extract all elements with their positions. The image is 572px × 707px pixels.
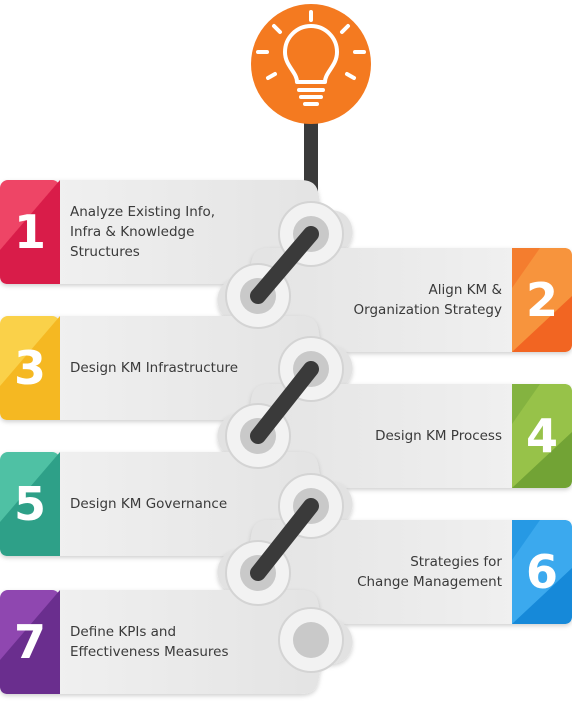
step-tab-shade bbox=[512, 432, 572, 488]
lightbulb-badge bbox=[251, 4, 371, 124]
step-label-5: Design KM Governance bbox=[70, 496, 228, 512]
step-label-4: Design KM Process bbox=[375, 428, 502, 444]
bulb-ray bbox=[345, 72, 356, 80]
bulb-glass bbox=[283, 24, 339, 84]
step-tab-shade bbox=[0, 316, 60, 420]
step-tab-shade bbox=[0, 180, 60, 284]
link-bar bbox=[250, 361, 319, 444]
step-tab-shade bbox=[0, 452, 60, 556]
bulb-ray bbox=[266, 72, 277, 80]
step-cards bbox=[0, 180, 572, 694]
step-number-1: 1 bbox=[13, 205, 46, 259]
step-label-7: Define KPIs and Effectiveness Measures bbox=[70, 624, 229, 660]
step-label-2: Align KM & Organization Strategy bbox=[353, 282, 502, 318]
bulb-circle bbox=[251, 4, 371, 124]
step-label-6: Strategies for Change Management bbox=[357, 554, 502, 590]
step-number-2: 2 bbox=[525, 273, 558, 327]
link-bar bbox=[250, 498, 319, 581]
step-tab-shade bbox=[0, 590, 60, 694]
step-tab-shade bbox=[512, 296, 572, 352]
step-number-7: 7 bbox=[13, 615, 46, 669]
step-tab-shade bbox=[512, 568, 572, 624]
step-number-6: 6 bbox=[525, 545, 558, 599]
lightbulb-icon bbox=[256, 10, 366, 106]
step-number-3: 3 bbox=[13, 341, 46, 395]
bulb-ray bbox=[340, 24, 350, 34]
step-card-7 bbox=[0, 590, 353, 694]
step-label-3: Design KM Infrastructure bbox=[70, 360, 239, 376]
step-label-1: Analyze Existing Info, Infra & Knowledge… bbox=[70, 204, 216, 260]
chain-links bbox=[225, 201, 344, 673]
chain-link-2 bbox=[225, 336, 344, 469]
bulb-ray bbox=[272, 24, 282, 34]
link-hub-end bbox=[293, 622, 329, 658]
link-bar bbox=[250, 226, 319, 304]
step-tab-corner bbox=[512, 248, 540, 288]
card-body bbox=[30, 590, 353, 694]
chain-link-1 bbox=[225, 201, 344, 329]
chain-link-3 bbox=[225, 473, 344, 606]
step-tab-corner bbox=[512, 520, 540, 560]
step-tab-corner bbox=[512, 384, 540, 424]
step-number-5: 5 bbox=[13, 477, 46, 531]
step-number-4: 4 bbox=[525, 409, 558, 463]
